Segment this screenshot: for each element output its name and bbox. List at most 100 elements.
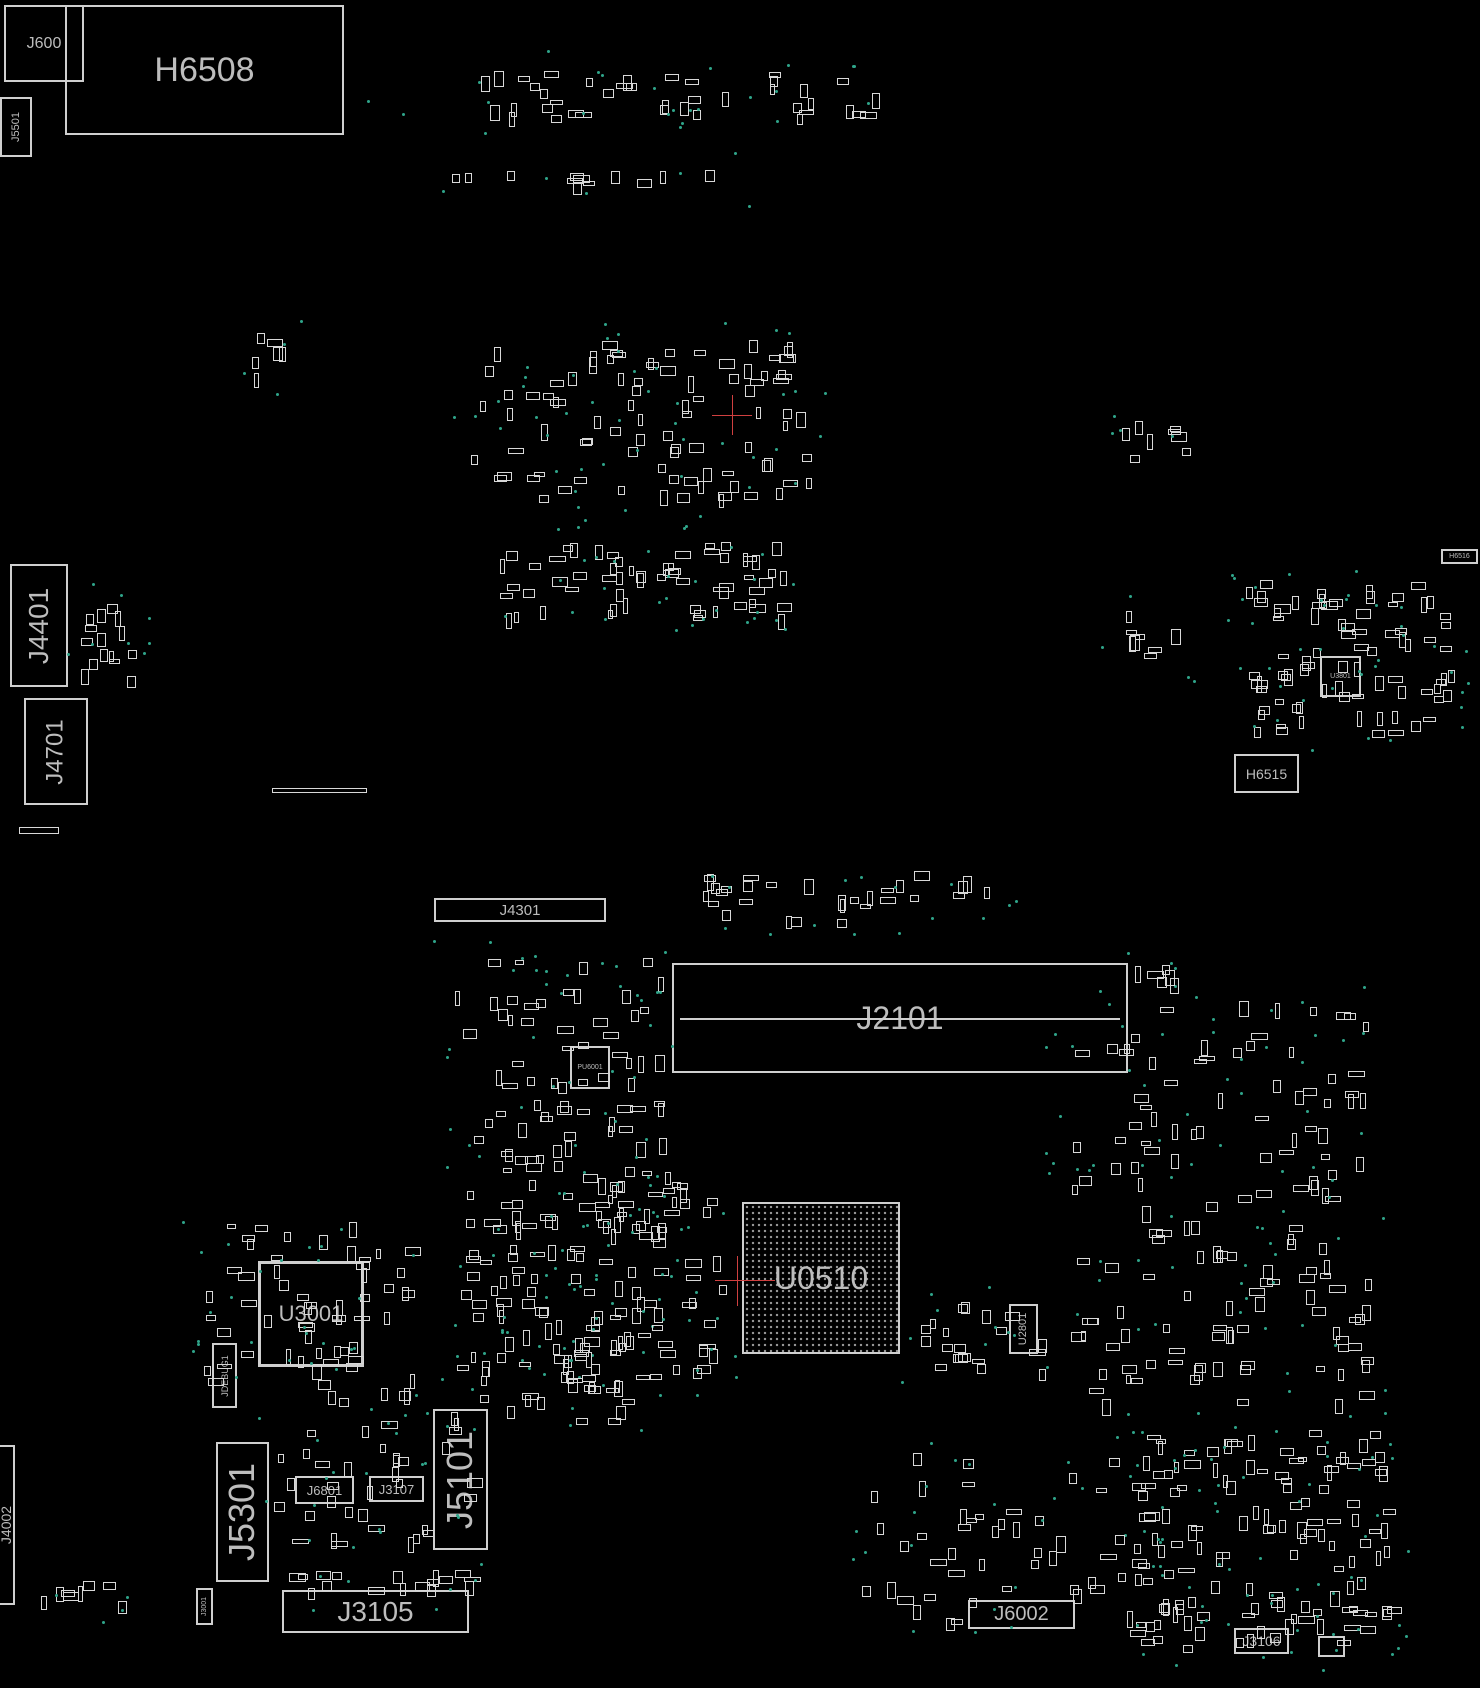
smd-pad[interactable] — [862, 1586, 871, 1598]
smd-pad[interactable] — [644, 1299, 658, 1309]
smd-pad[interactable] — [1257, 591, 1266, 604]
smd-pad[interactable] — [1225, 1300, 1234, 1316]
smd-pad[interactable] — [1089, 1388, 1105, 1394]
smd-pad[interactable] — [534, 1307, 549, 1316]
smd-pad[interactable] — [273, 1502, 286, 1512]
smd-pad[interactable] — [1183, 1615, 1193, 1632]
smd-pad[interactable] — [1216, 1552, 1224, 1568]
smd-pad[interactable] — [797, 114, 804, 126]
smd-pad[interactable] — [345, 1507, 354, 1518]
smd-pad[interactable] — [913, 1605, 922, 1620]
smd-pad[interactable] — [1123, 1044, 1130, 1054]
smd-pad[interactable] — [1305, 1290, 1316, 1306]
smd-pad[interactable] — [257, 332, 265, 345]
smd-pad[interactable] — [1346, 1580, 1354, 1595]
smd-pad[interactable] — [1278, 670, 1288, 681]
smd-pad[interactable] — [1330, 1591, 1340, 1607]
smd-pad[interactable] — [1348, 1094, 1354, 1109]
smd-pad[interactable] — [675, 551, 692, 560]
smd-pad[interactable] — [560, 1101, 570, 1114]
smd-pad[interactable] — [1391, 711, 1399, 724]
smd-pad[interactable] — [522, 588, 535, 599]
smd-pad[interactable] — [859, 111, 877, 119]
smd-pad[interactable] — [396, 1267, 406, 1279]
smd-pad[interactable] — [1078, 1175, 1092, 1186]
smd-pad[interactable] — [636, 1374, 651, 1381]
smd-pad[interactable] — [534, 1100, 542, 1111]
smd-pad[interactable] — [442, 1441, 450, 1456]
smd-pad[interactable] — [1269, 1633, 1282, 1644]
smd-pad[interactable] — [1284, 669, 1293, 686]
smd-pad[interactable] — [610, 171, 621, 185]
smd-pad[interactable] — [1289, 1458, 1305, 1464]
smd-pad[interactable] — [115, 611, 121, 628]
smd-pad[interactable] — [384, 1283, 394, 1293]
smd-pad[interactable] — [960, 1509, 968, 1525]
smd-pad[interactable] — [1146, 1434, 1161, 1441]
smd-pad[interactable] — [343, 1461, 353, 1478]
smd-pad[interactable] — [1162, 1599, 1170, 1616]
smd-pad[interactable] — [804, 878, 815, 896]
smd-pad[interactable] — [1337, 1368, 1344, 1382]
smd-pad[interactable] — [327, 1496, 337, 1508]
smd-pad[interactable] — [1324, 1260, 1331, 1275]
smd-pad[interactable] — [1299, 1274, 1315, 1283]
smd-pad[interactable] — [1311, 1180, 1319, 1197]
smd-pad[interactable] — [769, 355, 782, 362]
smd-pad[interactable] — [617, 1336, 624, 1350]
smd-pad[interactable] — [305, 1510, 315, 1521]
smd-pad[interactable] — [41, 1595, 47, 1610]
smd-pad[interactable] — [312, 1363, 322, 1380]
smd-pad[interactable] — [328, 1391, 336, 1406]
component-j6002[interactable]: J6002 — [968, 1600, 1075, 1629]
smd-pad[interactable] — [1289, 1501, 1302, 1511]
smd-pad[interactable] — [656, 1227, 667, 1234]
smd-pad[interactable] — [602, 1220, 609, 1235]
smd-pad[interactable] — [508, 1015, 514, 1026]
smd-pad[interactable] — [1344, 1091, 1360, 1099]
smd-pad[interactable] — [1226, 1480, 1236, 1496]
smd-pad[interactable] — [496, 1111, 507, 1117]
smd-pad[interactable] — [501, 1202, 514, 1209]
smd-pad[interactable] — [304, 1330, 312, 1344]
component-u0510[interactable]: U0510 — [742, 1202, 900, 1354]
smd-pad[interactable] — [686, 1274, 701, 1281]
smd-pad[interactable] — [81, 638, 94, 646]
component-h6515[interactable]: H6515 — [1234, 754, 1299, 793]
smd-pad[interactable] — [1319, 1272, 1332, 1280]
smd-pad[interactable] — [507, 583, 520, 591]
smd-pad[interactable] — [264, 1315, 272, 1328]
smd-pad[interactable] — [1348, 1555, 1356, 1568]
smd-pad[interactable] — [522, 1222, 537, 1230]
smd-pad[interactable] — [513, 612, 519, 624]
smd-pad[interactable] — [1304, 1529, 1317, 1538]
smd-pad[interactable] — [1133, 1543, 1142, 1554]
smd-pad[interactable] — [838, 894, 846, 912]
smd-pad[interactable] — [778, 613, 785, 631]
smd-pad[interactable] — [465, 1581, 475, 1597]
smd-pad[interactable] — [718, 1284, 727, 1296]
smd-pad[interactable] — [573, 477, 587, 484]
smd-pad[interactable] — [1207, 1447, 1220, 1457]
smd-pad[interactable] — [97, 608, 106, 624]
smd-pad[interactable] — [1344, 1625, 1361, 1632]
smd-pad[interactable] — [454, 991, 460, 1006]
smd-pad[interactable] — [409, 1373, 416, 1390]
component-j5501[interactable]: J5501 — [0, 97, 32, 157]
smd-pad[interactable] — [1348, 1316, 1362, 1324]
smd-pad[interactable] — [603, 1032, 619, 1040]
smd-pad[interactable] — [510, 102, 517, 117]
component-small-connector[interactable] — [1318, 1636, 1345, 1657]
smd-pad[interactable] — [545, 1215, 553, 1229]
smd-pad[interactable] — [1159, 1603, 1169, 1614]
smd-pad[interactable] — [503, 389, 514, 401]
smd-pad[interactable] — [579, 438, 593, 446]
smd-pad[interactable] — [574, 1349, 589, 1358]
smd-pad[interactable] — [208, 1378, 225, 1386]
smd-pad[interactable] — [552, 1145, 562, 1159]
smd-pad[interactable] — [530, 83, 540, 91]
smd-pad[interactable] — [1383, 1546, 1390, 1558]
smd-pad[interactable] — [688, 443, 705, 453]
smd-pad[interactable] — [1387, 675, 1403, 684]
smd-pad[interactable] — [768, 72, 782, 78]
